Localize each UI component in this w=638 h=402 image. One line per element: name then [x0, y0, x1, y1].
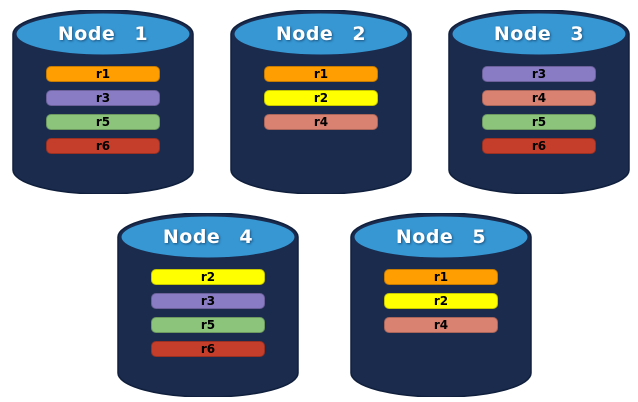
shard-bar-r6: r6	[151, 341, 265, 357]
database-node-3: Node 3 r3 r4 r5 r6	[448, 10, 630, 194]
shard-bar-r4: r4	[264, 114, 378, 130]
shard-list: r2 r3 r5 r6	[117, 269, 299, 357]
shard-bar-r6: r6	[46, 138, 160, 154]
shard-list: r3 r4 r5 r6	[448, 66, 630, 154]
shard-bar-r5: r5	[151, 317, 265, 333]
shard-bar-r2: r2	[151, 269, 265, 285]
database-node-4: Node 4 r2 r3 r5 r6	[117, 213, 299, 397]
shard-list: r1 r2 r4	[350, 269, 532, 333]
cylinder-top-ellipse	[16, 13, 190, 55]
shard-bar-r3: r3	[46, 90, 160, 106]
shard-bar-r1: r1	[46, 66, 160, 82]
shard-list: r1 r2 r4	[230, 66, 412, 130]
shard-bar-r3: r3	[482, 66, 596, 82]
database-node-5: Node 5 r1 r2 r4	[350, 213, 532, 397]
shard-bar-r2: r2	[384, 293, 498, 309]
shard-bar-r4: r4	[384, 317, 498, 333]
shard-bar-r3: r3	[151, 293, 265, 309]
cylinder-top-ellipse	[452, 13, 626, 55]
database-node-2: Node 2 r1 r2 r4	[230, 10, 412, 194]
node-title: Node 2	[275, 23, 367, 45]
shard-bar-r4: r4	[482, 90, 596, 106]
node-title: Node 1	[57, 23, 149, 45]
node-title: Node 3	[493, 23, 585, 45]
shard-bar-r5: r5	[46, 114, 160, 130]
node-title: Node 5	[395, 226, 487, 248]
shard-bar-r6: r6	[482, 138, 596, 154]
cylinder-top-ellipse	[354, 216, 528, 258]
shard-list: r1 r3 r5 r6	[12, 66, 194, 154]
shard-bar-r2: r2	[264, 90, 378, 106]
shard-bar-r1: r1	[384, 269, 498, 285]
shard-bar-r5: r5	[482, 114, 596, 130]
shard-bar-r1: r1	[264, 66, 378, 82]
cylinder-top-ellipse	[234, 13, 408, 55]
node-title: Node 4	[162, 226, 254, 248]
cylinder-top-ellipse	[121, 216, 295, 258]
database-node-1: Node 1 r1 r3 r5 r6	[12, 10, 194, 194]
